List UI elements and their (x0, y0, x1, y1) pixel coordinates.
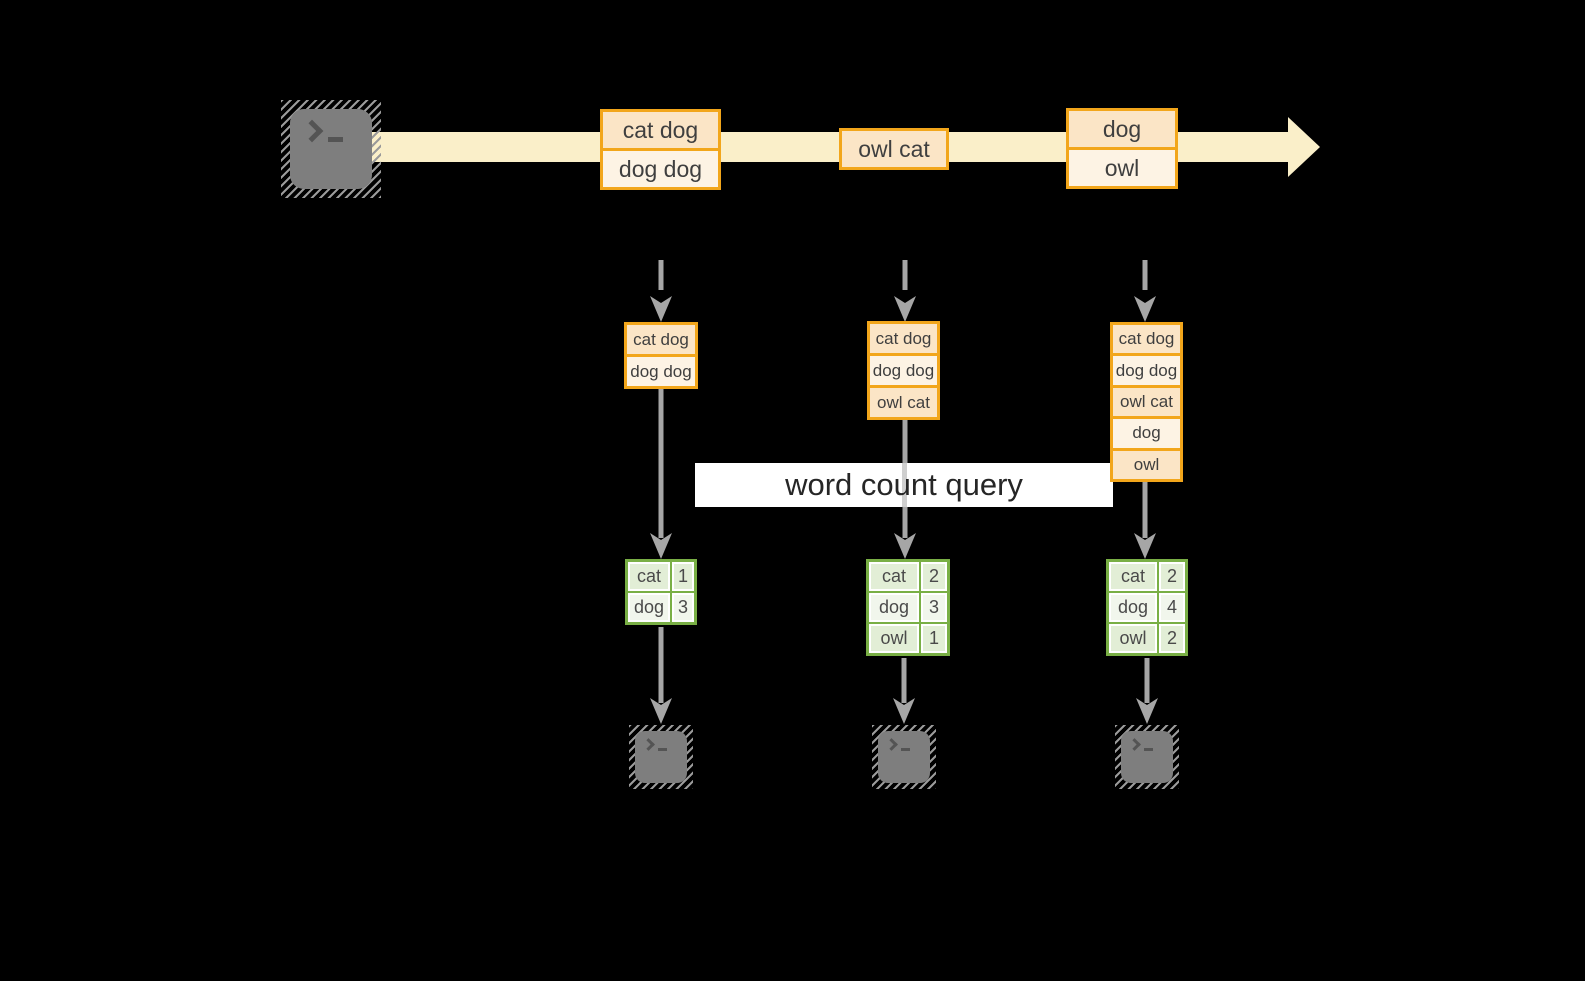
prompt-underscore-icon (901, 748, 910, 751)
stream-record: owl cat (842, 131, 946, 167)
buffer-stack-3: cat dog dog dog owl cat dog owl (1110, 322, 1183, 482)
stream-batch-1: cat dog dog dog (600, 109, 721, 190)
buffer-record: dog dog (1113, 353, 1180, 385)
stream-batch-2: owl cat (839, 128, 949, 170)
terminal-icon-body (635, 731, 687, 783)
stream-record: dog dog (603, 148, 718, 187)
count-value-cell: 1 (672, 562, 694, 591)
query-arrowhead-2 (894, 533, 916, 559)
count-table-3: cat 2 dog 4 owl 2 (1106, 559, 1188, 656)
terminal-icon-body (878, 731, 930, 783)
count-word-cell: owl (1109, 624, 1157, 653)
sink-arrowhead-2 (893, 698, 915, 724)
sink-arrowhead-3 (1136, 698, 1158, 724)
prompt-chevron-icon (300, 119, 324, 143)
count-word-cell: cat (628, 562, 670, 591)
stream-arrowhead-icon (1288, 117, 1320, 177)
buffer-record: cat dog (1113, 325, 1180, 354)
buffer-stack-1: cat dog dog dog (624, 322, 698, 389)
buffer-record: owl (1113, 447, 1180, 480)
terminal-icon-body (290, 109, 372, 189)
terminal-icon-sink-1 (629, 725, 693, 789)
arrow-crossing-segment (902, 463, 907, 507)
prompt-underscore-icon (1144, 748, 1153, 751)
sink-arrowhead-1 (650, 698, 672, 724)
count-value-cell: 2 (1159, 624, 1185, 653)
stream-batch-3: dog owl (1066, 108, 1178, 189)
prompt-chevron-icon (642, 738, 655, 751)
prompt-chevron-icon (1128, 738, 1141, 751)
count-table-1: cat 1 dog 3 (625, 559, 697, 625)
buffer-record: cat dog (870, 324, 937, 353)
prompt-underscore-icon (328, 137, 343, 142)
stream-record: owl (1069, 147, 1175, 186)
dashed-arrowhead-2 (894, 296, 916, 322)
count-word-cell: cat (1109, 562, 1157, 591)
terminal-prompt-icon (300, 119, 343, 143)
terminal-prompt-icon (885, 738, 910, 751)
count-value-cell: 3 (921, 593, 947, 622)
count-word-cell: dog (628, 593, 670, 622)
terminal-icon-source (281, 100, 381, 198)
stream-record: cat dog (603, 112, 718, 148)
buffer-record: dog (1113, 416, 1180, 448)
stream-record: dog (1069, 111, 1175, 147)
terminal-icon-body (1121, 731, 1173, 783)
dashed-arrowhead-3 (1134, 296, 1156, 322)
count-value-cell: 4 (1159, 593, 1185, 622)
count-word-cell: dog (869, 593, 919, 622)
terminal-prompt-icon (1128, 738, 1153, 751)
query-label-band: word count query (695, 463, 1113, 507)
count-table-2: cat 2 dog 3 owl 1 (866, 559, 950, 656)
buffer-record: dog dog (627, 354, 695, 386)
buffer-stack-2: cat dog dog dog owl cat (867, 321, 940, 420)
count-value-cell: 2 (921, 562, 947, 591)
buffer-record: owl cat (1113, 384, 1180, 417)
query-arrowhead-1 (650, 533, 672, 559)
count-word-cell: cat (869, 562, 919, 591)
count-value-cell: 1 (921, 624, 947, 653)
query-label: word count query (785, 467, 1023, 502)
count-value-cell: 3 (672, 593, 694, 622)
terminal-icon-sink-3 (1115, 725, 1179, 789)
buffer-record: cat dog (627, 325, 695, 354)
prompt-underscore-icon (658, 748, 667, 751)
prompt-chevron-icon (885, 738, 898, 751)
count-value-cell: 2 (1159, 562, 1185, 591)
terminal-icon-sink-2 (872, 725, 936, 789)
terminal-prompt-icon (642, 738, 667, 751)
count-word-cell: dog (1109, 593, 1157, 622)
query-arrowhead-3 (1134, 533, 1156, 559)
buffer-record: dog dog (870, 353, 937, 385)
buffer-record: owl cat (870, 385, 937, 417)
count-word-cell: owl (869, 624, 919, 653)
dashed-arrowhead-1 (650, 296, 672, 322)
